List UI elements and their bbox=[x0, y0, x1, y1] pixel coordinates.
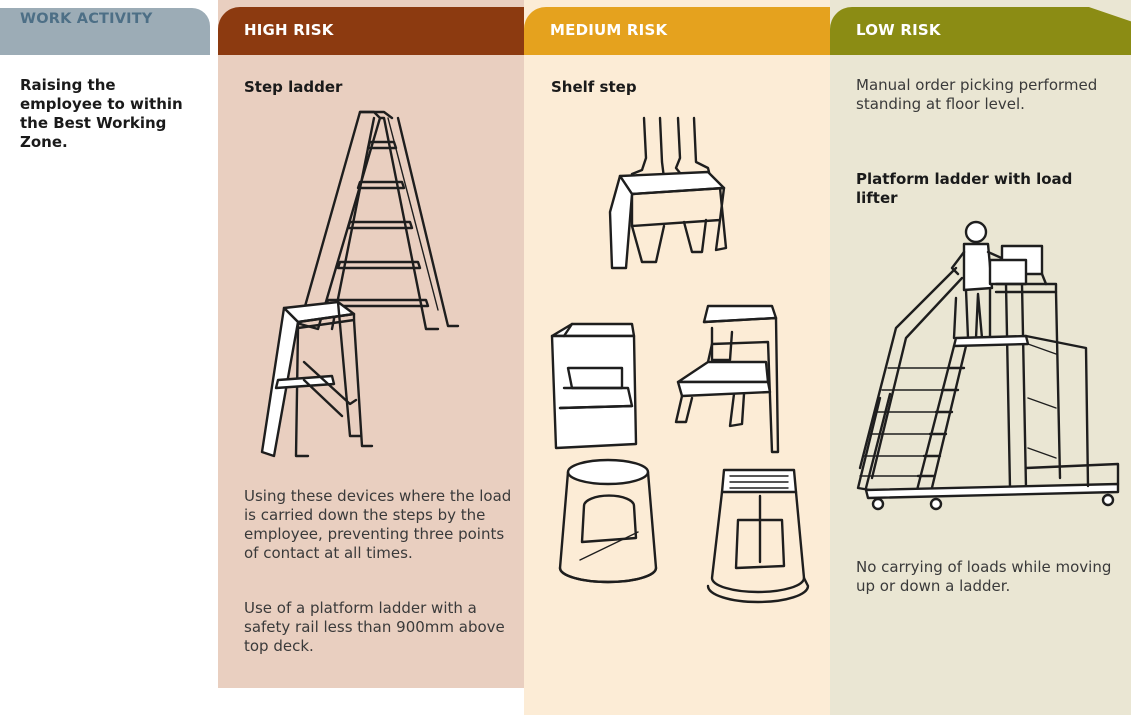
high-risk-header: HIGH RISK bbox=[218, 7, 524, 55]
step-stool-icon bbox=[260, 300, 374, 458]
work-activity-column: WORK ACTIVITY Raising the employee to wi… bbox=[0, 0, 218, 715]
kick-stool-icon bbox=[674, 304, 780, 454]
medium-risk-header: MEDIUM RISK bbox=[524, 7, 830, 55]
low-risk-header: LOW RISK bbox=[830, 7, 1131, 55]
shelf-step-two-icon bbox=[550, 322, 638, 450]
high-risk-para2: Use of a platform ladder with a safety r… bbox=[244, 599, 505, 655]
platform-ladder-icon bbox=[856, 220, 1120, 511]
shelf-step-icon bbox=[608, 116, 728, 270]
low-risk-note: No carrying of loads while moving up or … bbox=[856, 558, 1112, 595]
high-risk-column: HIGH RISK Step ladder Using these device… bbox=[218, 0, 524, 688]
low-risk-title: Platform ladder with load lifter bbox=[856, 170, 1073, 207]
work-activity-header: WORK ACTIVITY bbox=[0, 8, 210, 55]
kick-stool-round-icon bbox=[558, 458, 658, 584]
medium-risk-title: Shelf step bbox=[551, 78, 637, 96]
kick-stool-round-icon bbox=[706, 468, 810, 604]
medium-risk-column: MEDIUM RISK Shelf step bbox=[524, 0, 830, 715]
low-risk-column: LOW RISK Manual order picking performed … bbox=[830, 0, 1131, 715]
high-risk-para1: Using these devices where the load is ca… bbox=[244, 487, 512, 562]
high-risk-title: Step ladder bbox=[244, 78, 343, 96]
low-risk-intro: Manual order picking performed standing … bbox=[856, 76, 1098, 113]
work-activity-text: Raising the employee to within the Best … bbox=[20, 76, 183, 151]
